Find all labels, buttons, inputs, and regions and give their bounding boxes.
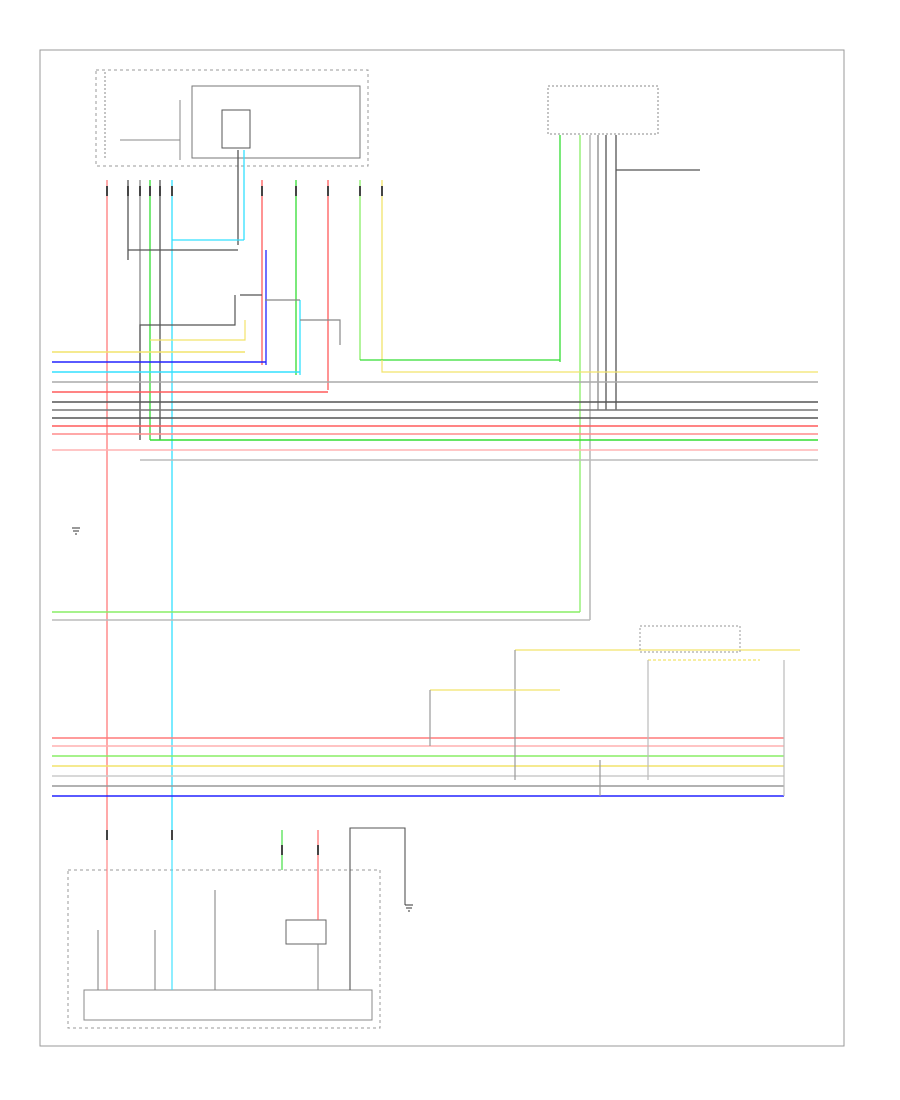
ground-symbols (72, 527, 413, 912)
lower-right-wires (429, 625, 800, 796)
lower-left-wires (97, 827, 406, 990)
relay-coil (221, 109, 251, 149)
fuse-relay-box-outline (95, 69, 369, 167)
fuse-relay-subbox (191, 85, 361, 159)
gauge-control-module-outline (67, 869, 381, 1029)
control-module-outline (547, 85, 659, 135)
connector-ticks (106, 186, 383, 855)
vertical-wires-top (106, 135, 617, 830)
wire-jogs (128, 169, 818, 440)
diagram-border (39, 49, 845, 1047)
gauge-control-inner (83, 989, 373, 1021)
pressure-switch-box (285, 919, 327, 945)
horizontal-bus (52, 351, 818, 797)
